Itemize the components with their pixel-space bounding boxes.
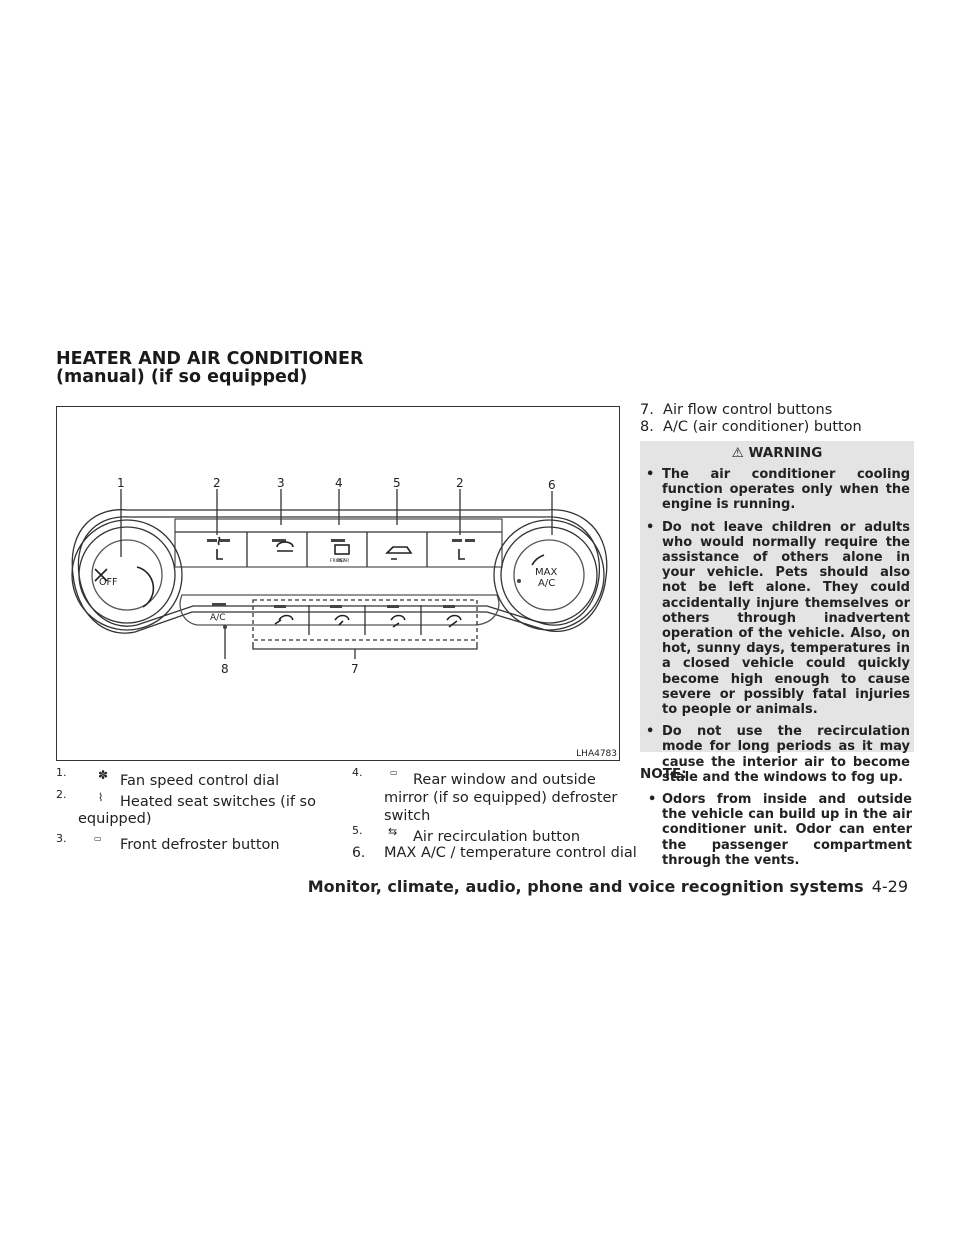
legend-right: 4. ▭ Rear window and outside mirror (if …	[352, 766, 637, 861]
rear-defroster-icon: ▭	[390, 768, 398, 777]
page-footer: Monitor, climate, audio, phone and voice…	[308, 877, 908, 896]
note-item: •Odors from inside and outside the vehic…	[648, 792, 912, 868]
warning-list: •The air conditioner cooling function op…	[646, 467, 910, 792]
fan-icon: ✽	[98, 768, 109, 782]
callout-6: 6	[548, 478, 556, 492]
legend-num: 6.	[352, 845, 366, 861]
warning-item-text: The air conditioner cooling function ope…	[662, 467, 910, 513]
note-heading: NOTE:	[640, 766, 687, 782]
legend-num: 4.	[352, 766, 363, 779]
ac-dial-label: A/C	[538, 578, 555, 589]
callout-8: 8	[221, 662, 229, 676]
legend-text: Fan speed control dial	[120, 773, 280, 789]
footer-section: Monitor, climate, audio, phone and voice…	[307, 877, 864, 896]
legend-text: Front defroster button	[120, 837, 280, 853]
legend-num: 1.	[56, 766, 67, 779]
callout-1: 1	[117, 476, 125, 490]
callout-2a: 2	[213, 476, 221, 490]
callout-2b: 2	[456, 476, 464, 490]
control-panel-figure: 1 2 3 4 5 2 6 8 7 OFF MAX A/C A/C FRONT …	[56, 406, 620, 761]
legend-text: Heated seat switches (if so	[120, 794, 316, 810]
callout-4: 4	[335, 476, 343, 490]
warning-item: •Do not leave children or adults who wou…	[646, 519, 910, 718]
control-panel-illustration: 1 2 3 4 5 2 6 8 7 OFF MAX A/C A/C FRONT …	[71, 476, 608, 676]
warning-box: ⚠ WARNING •The air conditioner cooling f…	[640, 441, 914, 785]
warning-heading: ⚠ WARNING	[640, 445, 914, 461]
legend-left: 1. ✽ Fan speed control dial 2. ⌇ Heated …	[56, 766, 316, 858]
warning-item: •Do not use the recirculation mode for l…	[646, 724, 910, 785]
legend-text-2: mirror (if so equipped) defroster	[384, 790, 618, 806]
heated-seat-icon: ⌇	[98, 791, 104, 804]
warning-heading-text: WARNING	[748, 445, 823, 461]
ac-button-label: A/C	[210, 613, 225, 623]
front-defroster-icon: ▭	[94, 834, 102, 843]
callout-5: 5	[393, 476, 401, 490]
note-body: •Odors from inside and outside the vehic…	[648, 792, 912, 868]
list-item-8: 8. A/C (air conditioner) button	[640, 419, 862, 435]
list-item-7: 7. Air flow control buttons	[640, 402, 833, 418]
legend-text: MAX A/C / temperature control dial	[384, 845, 637, 861]
warning-icon: ⚠	[731, 445, 744, 461]
rear-label: REAR	[337, 558, 349, 564]
figure-code: LHA4783	[576, 749, 617, 759]
recirculation-icon: ⇆	[388, 825, 398, 838]
section-title-line2: (manual) (if so equipped)	[56, 367, 308, 387]
right-list: 7. Air flow control buttons 8. A/C (air …	[640, 402, 862, 436]
legend-text: Air recirculation button	[413, 829, 581, 845]
legend-text-2: equipped)	[78, 811, 152, 827]
legend-text-3: switch	[384, 808, 431, 824]
section-title-line1: HEATER AND AIR CONDITIONER	[56, 349, 364, 369]
legend-num: 2.	[56, 788, 67, 801]
legend-text: Rear window and outside	[413, 772, 596, 788]
legend-num: 5.	[352, 824, 363, 837]
note-item-text: Odors from inside and outside the vehicl…	[662, 792, 912, 868]
section-title: HEATER AND AIR CONDITIONER (manual) (if …	[56, 350, 363, 386]
warning-item-text: Do not leave children or adults who woul…	[662, 519, 910, 718]
warning-item-text: Do not use the recirculation mode for lo…	[662, 724, 910, 785]
callout-7: 7	[351, 662, 359, 676]
max-label: MAX	[535, 567, 557, 578]
off-label: OFF	[99, 577, 117, 588]
warning-item: •The air conditioner cooling function op…	[646, 467, 910, 513]
callout-3: 3	[277, 476, 285, 490]
legend-num: 3.	[56, 832, 67, 845]
front-label: FRONT	[330, 558, 346, 564]
page-number: 4-29	[871, 877, 908, 896]
